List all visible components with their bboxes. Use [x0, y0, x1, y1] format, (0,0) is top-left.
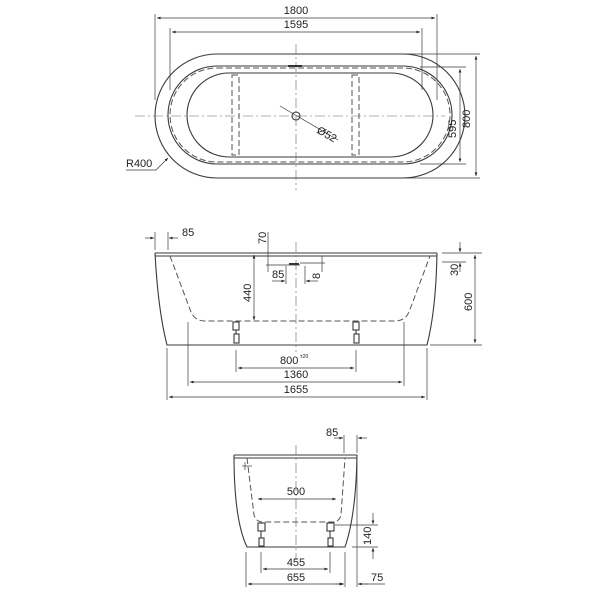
- leg-spacing-tolerance: ±20: [300, 354, 309, 360]
- base-width-label: 655: [287, 572, 305, 584]
- overflow-height-label: 8: [311, 273, 323, 279]
- leg-spacing-label: 800: [280, 355, 298, 367]
- foot-bracket-left: [231, 74, 240, 156]
- overflow-width-label: 85: [272, 269, 284, 281]
- inner-length-label: 1595: [284, 19, 308, 31]
- inner-width-label: 595: [447, 120, 459, 138]
- rim-inner: [167, 65, 453, 165]
- basin-outline: [186, 72, 434, 158]
- leg-height-label: 140: [362, 527, 374, 545]
- side-outline: [154, 252, 438, 346]
- end-foot-right: [326, 522, 335, 547]
- end-view: 85 500 140 455 655 75: [233, 427, 385, 587]
- foot-bracket-right: [351, 74, 360, 156]
- drain-diameter-label: Ø52: [315, 125, 339, 146]
- end-foot-left: [257, 522, 266, 547]
- side-view: 85 70 440 85 8 30 600 800 ±20: [145, 227, 482, 400]
- floor-length-label: 1360: [284, 369, 308, 381]
- drain-icon: [291, 111, 301, 121]
- side-offset-label: 75: [371, 572, 383, 584]
- depth-to-floor-label: 440: [242, 284, 254, 302]
- end-outline: [233, 454, 358, 548]
- overall-width-label: 800: [461, 110, 473, 128]
- rim-thickness-label: 30: [449, 264, 461, 276]
- end-basin-dashed: [246, 457, 346, 523]
- corner-radius-label: R400: [126, 158, 152, 170]
- total-height-label: 600: [463, 293, 475, 311]
- overflow-depth-label: 70: [257, 232, 269, 244]
- foot-right: [352, 321, 360, 344]
- base-length-label: 1655: [284, 384, 308, 396]
- top-view: Ø52 1800 1595 800 595 R400: [126, 5, 480, 190]
- basin-profile-dashed: [169, 255, 431, 322]
- end-rim-offset-label: 85: [326, 427, 338, 439]
- overall-length-label: 1800: [284, 5, 308, 17]
- side-rim-offset-label: 85: [182, 227, 194, 239]
- end-leg-spacing-label: 455: [287, 557, 305, 569]
- foot-left: [232, 321, 240, 344]
- rim-dashed: [169, 67, 451, 163]
- floor-width-label: 500: [287, 486, 305, 498]
